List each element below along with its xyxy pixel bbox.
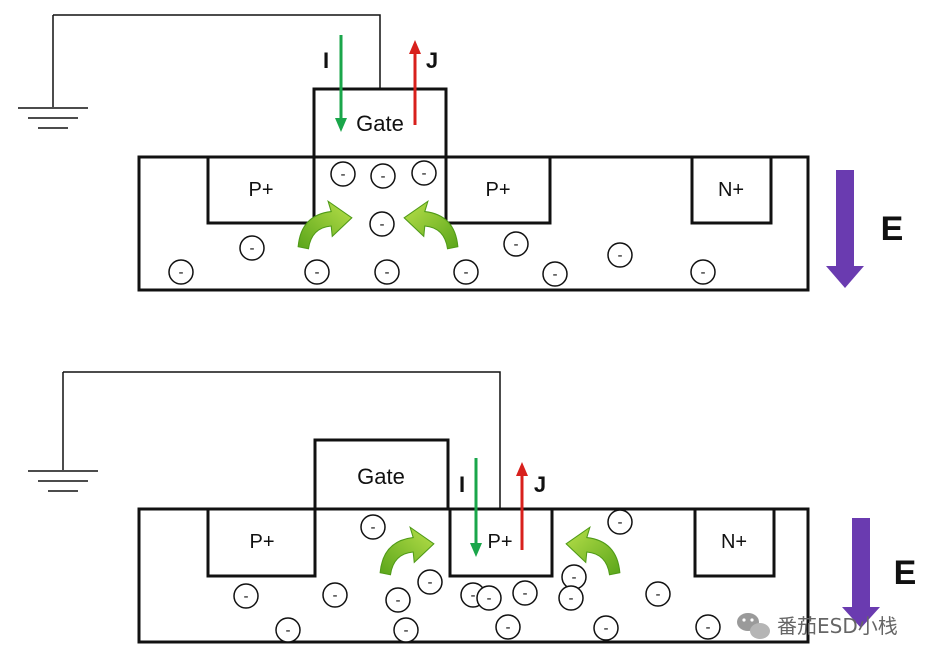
- current-i-arrow: [470, 458, 482, 557]
- current-i-label: I: [459, 472, 465, 497]
- body-contact-label: N+: [718, 179, 744, 201]
- gate-label: Gate: [357, 464, 405, 489]
- svg-text:-: -: [332, 588, 337, 604]
- source-region: [206, 155, 316, 225]
- svg-text:-: -: [571, 570, 576, 586]
- electron-icon: -: [503, 231, 529, 257]
- electron-icon: -: [275, 617, 301, 643]
- gate-label: Gate: [356, 111, 404, 136]
- source-region: [206, 507, 317, 578]
- svg-text:-: -: [655, 587, 660, 603]
- svg-text:-: -: [314, 265, 319, 281]
- field-arrow: [826, 170, 864, 288]
- drain-region: [448, 507, 554, 578]
- watermark: 番茄ESD小栈: [737, 613, 898, 639]
- electron-icon: -: [304, 259, 330, 285]
- svg-text:-: -: [513, 237, 518, 253]
- electron-icon: -: [695, 614, 721, 640]
- svg-text:-: -: [505, 620, 510, 636]
- electrons: - - - - - - - - - - - - -: [168, 160, 716, 287]
- svg-text:-: -: [384, 265, 389, 281]
- electron-icon: -: [168, 259, 194, 285]
- electron-icon: -: [558, 585, 584, 611]
- electron-icon: -: [417, 569, 443, 595]
- svg-text:-: -: [603, 621, 608, 637]
- field-arrow: [842, 518, 880, 628]
- svg-text:-: -: [705, 620, 710, 636]
- ground-wire: [53, 14, 381, 89]
- svg-text:-: -: [380, 169, 385, 185]
- current-j-arrow: [516, 462, 528, 550]
- svg-text:-: -: [403, 623, 408, 639]
- electron-icon: -: [476, 585, 502, 611]
- svg-text:-: -: [243, 589, 248, 605]
- ground-icon: [18, 15, 88, 129]
- svg-text:-: -: [249, 241, 254, 257]
- field-label: E: [881, 210, 904, 248]
- svg-text:-: -: [370, 520, 375, 536]
- svg-text:-: -: [486, 591, 491, 607]
- gate-box: [312, 87, 448, 159]
- current-i-arrow: [335, 35, 347, 132]
- svg-text:-: -: [285, 623, 290, 639]
- electron-icon: -: [607, 242, 633, 268]
- electron-icon: -: [512, 580, 538, 606]
- svg-text:-: -: [463, 265, 468, 281]
- body-contact-region: [690, 155, 773, 225]
- electron-icon: -: [360, 514, 386, 540]
- electron-icon: -: [393, 617, 419, 643]
- drain-region: [444, 155, 552, 225]
- watermark-text: 番茄ESD小栈: [777, 614, 898, 638]
- svg-text:-: -: [340, 167, 345, 183]
- electron-icon: -: [690, 259, 716, 285]
- electron-icon: -: [239, 235, 265, 261]
- svg-text:-: -: [568, 591, 573, 607]
- electron-icon: -: [369, 211, 395, 237]
- drain-region-label: P+: [485, 179, 510, 201]
- svg-text:-: -: [395, 593, 400, 609]
- wechat-icon: [737, 613, 770, 639]
- svg-text:-: -: [470, 588, 475, 604]
- current-j-label: J: [426, 48, 438, 73]
- ground-wire: [63, 371, 501, 509]
- svg-text:-: -: [522, 586, 527, 602]
- ground-icon: [28, 372, 98, 492]
- bottom-diagram: Gate P+ P+ N+ I J E - - - - - -: [28, 371, 917, 644]
- electron-icon: -: [374, 259, 400, 285]
- svg-text:-: -: [700, 265, 705, 281]
- top-diagram: Gate P+ P+ N+ I J E - -: [18, 14, 904, 292]
- body-contact-region: [693, 507, 776, 578]
- electron-icon: -: [233, 583, 259, 609]
- field-label: E: [894, 554, 917, 592]
- current-j-label: J: [534, 472, 546, 497]
- drain-region-label: P+: [487, 531, 512, 553]
- electron-icon: -: [370, 163, 396, 189]
- electron-icon: -: [453, 259, 479, 285]
- svg-text:-: -: [427, 575, 432, 591]
- source-region-label: P+: [249, 531, 274, 553]
- electron-icon: -: [542, 261, 568, 287]
- svg-text:-: -: [552, 267, 557, 283]
- electron-icon: -: [645, 581, 671, 607]
- electron-icon: -: [322, 582, 348, 608]
- svg-text:-: -: [421, 166, 426, 182]
- gate-box: [313, 438, 450, 511]
- svg-text:-: -: [178, 265, 183, 281]
- electron-icon: -: [593, 615, 619, 641]
- svg-text:-: -: [617, 515, 622, 531]
- electron-icon: -: [561, 564, 587, 590]
- svg-text:-: -: [379, 217, 384, 233]
- electron-icon: -: [607, 509, 633, 535]
- current-i-label: I: [323, 48, 329, 73]
- electron-icon: -: [495, 614, 521, 640]
- electron-icon: -: [385, 587, 411, 613]
- body-contact-label: N+: [721, 531, 747, 553]
- electrons: - - - - - - - - - - - - - - - - -: [233, 509, 721, 643]
- svg-text:-: -: [617, 248, 622, 264]
- source-region-label: P+: [248, 179, 273, 201]
- current-j-arrow: [409, 40, 421, 125]
- electron-icon: -: [411, 160, 437, 186]
- electron-icon: -: [330, 161, 356, 187]
